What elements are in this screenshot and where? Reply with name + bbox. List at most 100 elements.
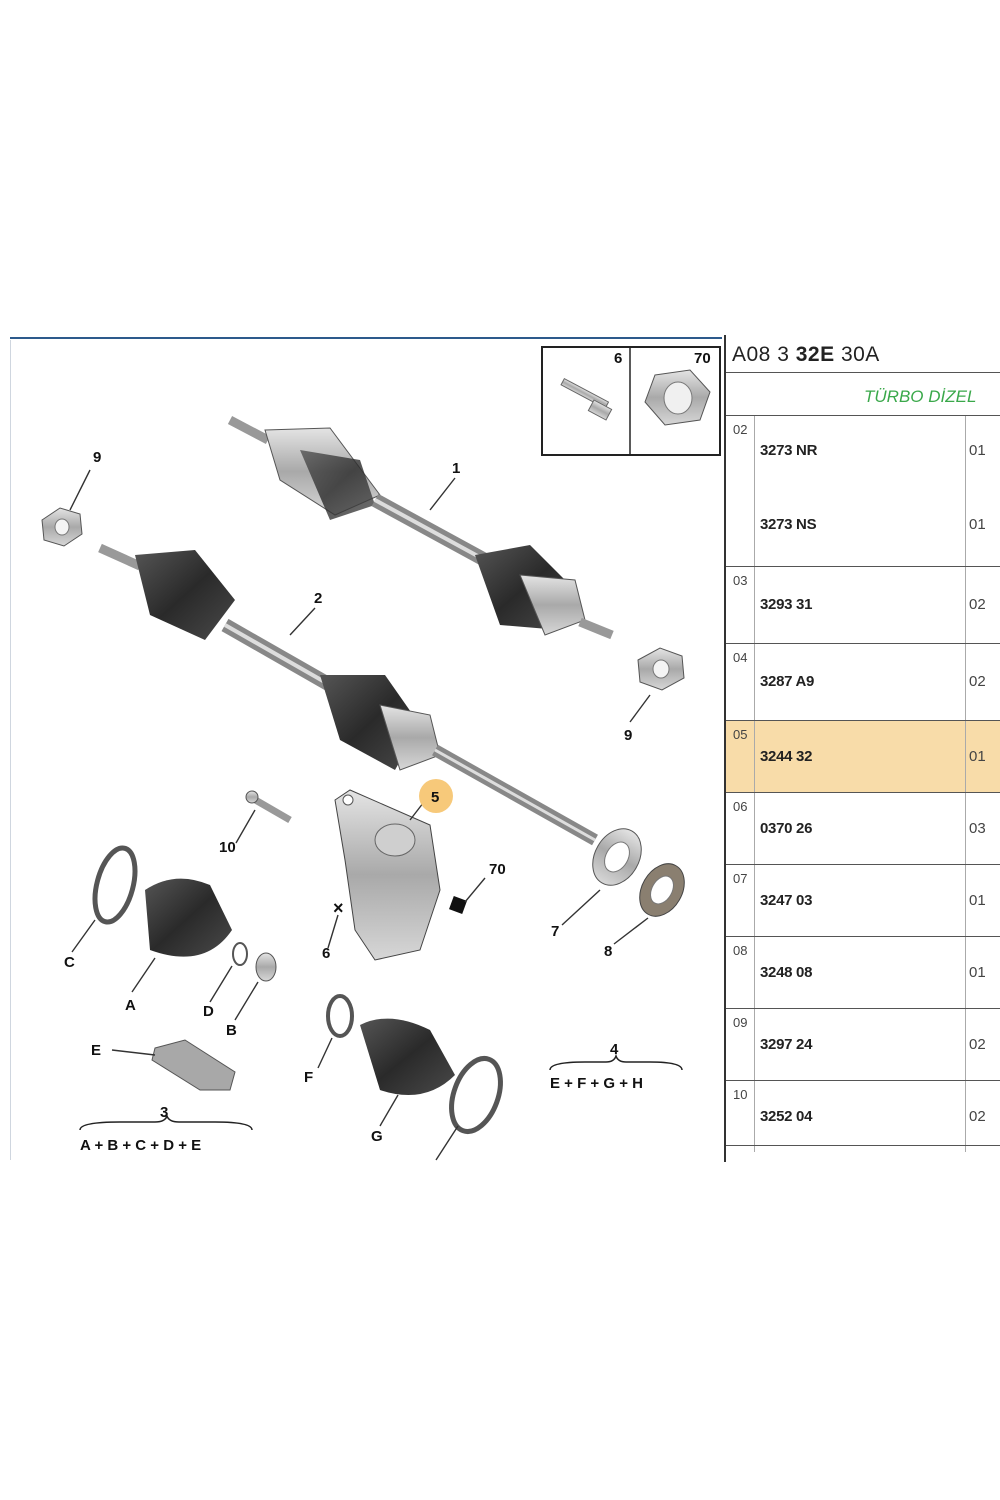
part-reference[interactable]: 3273 NR xyxy=(760,442,818,459)
callout-2: 2 xyxy=(314,590,322,607)
ref-suffix: 30A xyxy=(840,343,880,366)
clamp-f xyxy=(326,994,354,1038)
callout-5-highlight xyxy=(419,779,453,813)
callout-6: 6 xyxy=(322,945,330,962)
parts-row-05[interactable]: 05 3244 32 01 xyxy=(726,720,1000,792)
row-separator xyxy=(754,937,755,1008)
callout-b: B xyxy=(226,1022,237,1039)
part-reference[interactable]: 3273 NS xyxy=(760,516,817,533)
seal-8 xyxy=(639,863,685,917)
parts-row-10[interactable]: 10 3252 04 02 xyxy=(726,1080,1000,1152)
callout-5: 5 xyxy=(431,789,439,806)
callout-f: F xyxy=(304,1069,313,1086)
reference-rule xyxy=(726,372,1000,373)
clamp-b xyxy=(255,952,277,982)
kit-4-group: 4 E + F + G + H xyxy=(549,1041,683,1092)
row-separator xyxy=(754,793,755,864)
row-index: 04 xyxy=(733,650,748,665)
qty-separator xyxy=(965,416,966,566)
part-quantity: 02 xyxy=(969,596,986,613)
kit-3-group: 3 A + B + C + D + E xyxy=(79,1104,253,1154)
qty-separator xyxy=(965,865,966,936)
inset-label-6: 6 xyxy=(614,350,622,367)
part-reference[interactable]: 3244 32 xyxy=(760,747,813,765)
callout-70: 70 xyxy=(489,861,506,878)
row-separator xyxy=(754,865,755,936)
header-rule xyxy=(10,337,722,339)
row-index: 08 xyxy=(733,943,748,958)
kit-4-number: 4 xyxy=(610,1041,619,1058)
parts-row-09[interactable]: 09 3297 24 02 xyxy=(726,1008,1000,1080)
part-reference[interactable]: 3252 04 xyxy=(760,1107,813,1125)
parts-row-03[interactable]: 03 3293 31 02 xyxy=(726,566,1000,643)
callout-1: 1 xyxy=(452,460,460,477)
qty-separator xyxy=(965,567,966,643)
marker-6-cross: × xyxy=(333,898,344,918)
part-reference[interactable]: 3247 03 xyxy=(760,891,813,909)
parts-row-02[interactable]: 02 3273 NR 01 3273 NS 01 xyxy=(726,415,1000,566)
callout-7: 7 xyxy=(551,923,559,940)
clamp-h xyxy=(449,1056,503,1134)
callout-10: 10 xyxy=(219,839,236,856)
row-separator xyxy=(754,644,755,720)
frame-left-edge xyxy=(10,340,11,1160)
bolt-10 xyxy=(245,790,292,824)
qty-separator xyxy=(965,1081,966,1152)
callout-a: A xyxy=(125,997,136,1014)
part-quantity: 01 xyxy=(969,891,986,909)
part-reference[interactable]: 3287 A9 xyxy=(760,673,815,690)
stud-bolt-icon xyxy=(560,377,613,421)
part-quantity: 02 xyxy=(969,673,986,690)
ref-prefix: A08 3 xyxy=(732,343,790,366)
circlip-d xyxy=(232,942,248,966)
row-index: 09 xyxy=(733,1015,748,1030)
part-reference[interactable]: 3297 24 xyxy=(760,1035,813,1053)
row-index: 06 xyxy=(733,799,748,814)
table-bottom-rule xyxy=(726,1145,1000,1146)
driveshaft-2 xyxy=(98,543,598,846)
part-quantity: 01 xyxy=(969,516,986,533)
inset-box: 6 70 xyxy=(541,346,721,456)
part-reference[interactable]: 0370 26 xyxy=(760,819,813,837)
qty-separator xyxy=(965,793,966,864)
marker-70 xyxy=(449,896,467,914)
nut-9-right xyxy=(637,647,685,691)
row-index: 03 xyxy=(733,573,748,588)
bearing-7 xyxy=(592,828,642,886)
part-quantity: 01 xyxy=(969,747,986,765)
row-index: 05 xyxy=(733,727,748,742)
qty-separator xyxy=(965,644,966,720)
boot-g xyxy=(360,1018,455,1095)
grease-pack-e xyxy=(151,1039,236,1091)
parts-row-04[interactable]: 04 3287 A9 02 xyxy=(726,643,1000,720)
kit-3-formula: A + B + C + D + E xyxy=(80,1137,201,1154)
inset-label-70: 70 xyxy=(694,350,711,367)
part-reference[interactable]: 3248 08 xyxy=(760,963,813,981)
callout-c: C xyxy=(64,954,75,971)
part-quantity: 01 xyxy=(969,442,986,459)
callout-9-right: 9 xyxy=(624,727,632,744)
qty-separator xyxy=(965,937,966,1008)
clamp-c xyxy=(92,845,138,925)
callout-d: D xyxy=(203,1003,214,1020)
kit-4-formula: E + F + G + H xyxy=(550,1075,643,1092)
row-separator xyxy=(754,416,755,566)
callout-8: 8 xyxy=(604,943,612,960)
qty-separator xyxy=(965,1009,966,1080)
diagram-reference: A08 3 32E 30A xyxy=(732,343,880,367)
parts-rows: 02 3273 NR 01 3273 NS 01 03 3293 31 02 04 3287 A9… xyxy=(726,415,1000,1152)
bearing-bracket-5 xyxy=(334,789,441,961)
leader-lines xyxy=(69,469,651,1161)
callout-e: E xyxy=(91,1042,101,1059)
boot-a xyxy=(145,878,232,957)
part-quantity: 02 xyxy=(969,1035,986,1053)
row-index: 10 xyxy=(733,1087,748,1102)
row-index: 02 xyxy=(733,422,748,437)
part-reference[interactable]: 3293 31 xyxy=(760,596,813,613)
part-quantity: 02 xyxy=(969,1107,986,1125)
table-divider xyxy=(724,335,726,1162)
